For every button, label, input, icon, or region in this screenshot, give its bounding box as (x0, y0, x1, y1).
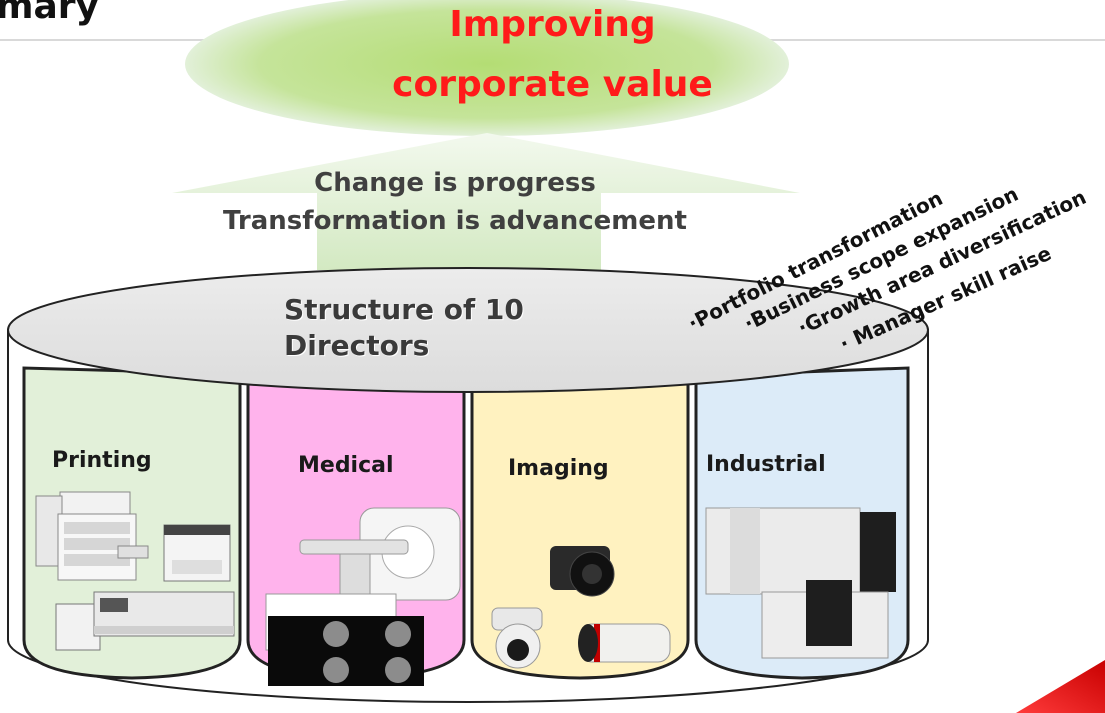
structure-title: Structure of 10 Directors (284, 292, 524, 364)
arrow-text-line-2: Transformation is advancement (223, 206, 687, 236)
page-title: mary (0, 0, 100, 27)
printing-production-press-image (55, 591, 235, 651)
medical-ct-scanner-image (299, 507, 461, 601)
initiative-item: ·Business scope expansion (740, 181, 1022, 336)
pillar-label-imaging: Imaging (508, 456, 609, 481)
upward-arrow (172, 133, 800, 270)
industrial-exposure-tool-image (761, 580, 889, 659)
printing-laser-printer-image (163, 524, 231, 582)
imaging-network-camera-image (491, 607, 543, 669)
industrial-lithography-system-image (705, 507, 896, 595)
structure-title-line-2: Directors (284, 329, 430, 362)
pillar-label-industrial: Industrial (706, 452, 826, 477)
goal-line-2: corporate value (392, 64, 713, 105)
pillar-imaging (470, 376, 690, 680)
medical-mri-scan-image (265, 593, 424, 686)
cylinder-top (7, 267, 929, 393)
brand-accent-shape (1016, 660, 1105, 713)
goal-ellipse (185, 0, 789, 136)
pillar-label-medical: Medical (298, 453, 394, 478)
printing-mfp-image (35, 491, 149, 581)
arrow-text-line-1: Change is progress (314, 168, 596, 198)
pillar-label-printing: Printing (52, 448, 152, 473)
imaging-telephoto-lens-image (578, 623, 671, 663)
goal-line-1: Improving (449, 4, 656, 45)
imaging-camera-image (550, 546, 615, 597)
structure-title-line-1: Structure of 10 (284, 293, 524, 326)
